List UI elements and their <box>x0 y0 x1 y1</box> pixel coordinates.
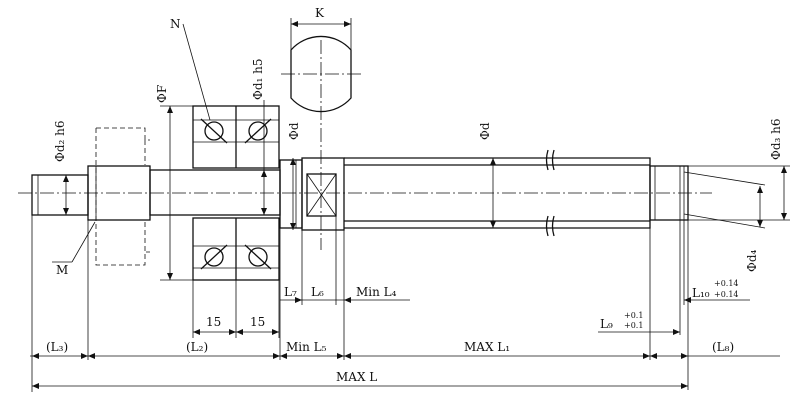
label-l9-tol-lower: +0.1 <box>624 321 643 330</box>
label-max-l1: MAX L₁ <box>464 340 510 354</box>
label-d1h5: Φd₁ h5 <box>251 58 265 100</box>
label-l6: L₆ <box>311 285 324 299</box>
label-k: K <box>315 6 325 20</box>
right-journal <box>649 165 689 221</box>
dim-l9-l10: L₉ +0.1 +0.1 L₁₀ +0.14 +0.14 <box>598 220 750 390</box>
dim-d3: Φd₃ h6 <box>688 118 790 221</box>
label-min-l4: Min L₄ <box>356 285 397 299</box>
dim-d-shaft: Φd <box>478 122 496 228</box>
label-min-l5: Min L₅ <box>286 340 327 354</box>
label-n: N <box>170 17 181 31</box>
shaft-shoulder <box>279 157 345 231</box>
label-l3: (L₃) <box>46 340 68 354</box>
label-15b: 15 <box>250 315 265 329</box>
label-d4: Φd₄ <box>745 249 759 272</box>
label-l9-tol-upper: +0.1 <box>624 311 643 320</box>
dim-row-l4: L₇ L₆ Min L₄ <box>279 216 410 360</box>
leader-n: N <box>170 17 211 121</box>
label-l2: (L₂) <box>186 340 208 354</box>
label-l10: L₁₀ <box>692 286 710 300</box>
dim-f: ΦF <box>155 85 193 281</box>
dim-d2: Φd₂ h6 <box>53 120 70 216</box>
dim-bearing-widths: 15 15 <box>192 280 280 338</box>
label-l7: L₇ <box>284 285 297 299</box>
dim-row-lengths: (L₃) (L₂) Min L₅ MAX L₁ (L₈) <box>30 215 780 392</box>
label-phi-d-shaft: Φd <box>478 122 492 140</box>
dim-d-shoulder: Φd <box>287 122 301 230</box>
bearing-upper <box>192 105 280 169</box>
label-l10-tol-upper: +0.14 <box>714 279 739 288</box>
label-l10-tol-lower: +0.14 <box>714 290 739 299</box>
label-l9: L₉ <box>600 317 613 331</box>
label-phi-d-shoulder: Φd <box>287 122 301 140</box>
label-d3h6: Φd₃ h6 <box>769 118 783 160</box>
dim-overall: MAX L <box>32 370 688 389</box>
label-max-l: MAX L <box>336 370 377 384</box>
dim-d4: Φd₄ <box>683 171 766 272</box>
label-m: M <box>56 263 68 277</box>
label-l8: (L₈) <box>712 340 734 354</box>
cross-section-k: K <box>281 6 361 250</box>
label-phi-f: ΦF <box>155 85 169 103</box>
dim-d1: Φd₁ h5 <box>251 58 267 215</box>
bearing-lower <box>192 217 280 281</box>
label-15a: 15 <box>206 315 221 329</box>
leader-m: M <box>52 221 96 277</box>
locknut-outline <box>95 127 150 266</box>
label-d2h6: Φd₂ h6 <box>53 120 67 162</box>
